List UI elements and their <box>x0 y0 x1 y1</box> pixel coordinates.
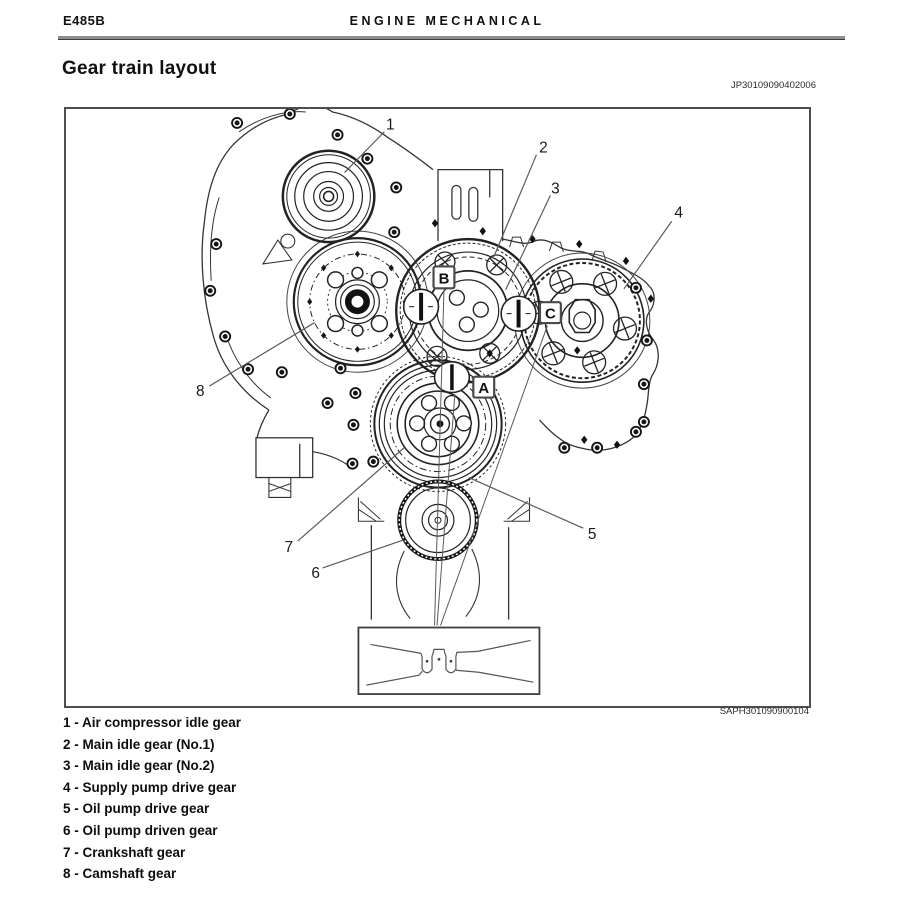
gear-6-oil-pump-driven <box>397 479 479 561</box>
timing-mark-circle-c <box>500 295 537 332</box>
legend-item-4: 4 - Supply pump drive gear <box>63 779 237 795</box>
timing-mark-label-c: C <box>538 301 562 325</box>
gear-7-crankshaft <box>369 355 507 492</box>
legend-item-7: 7 - Crankshaft gear <box>63 844 186 860</box>
callout-3: 3 <box>551 180 560 197</box>
timing-mark-label-a: A <box>472 375 496 399</box>
gear-train-diagram: B C A 1 2 3 4 5 6 7 8 <box>196 109 683 695</box>
timing-mark-letter-b: B <box>439 271 450 287</box>
header-model-code: E485B <box>63 13 106 28</box>
gear-8-camshaft <box>292 237 423 367</box>
legend-item-6: 6 - Oil pump driven gear <box>63 822 218 838</box>
figure-legend: 1 - Air compressor idle gear 2 - Main id… <box>63 712 241 885</box>
case-diamond-marks <box>431 219 655 449</box>
legend-item-3: 3 - Main idle gear (No.2) <box>63 758 215 774</box>
leader-lines <box>208 131 673 626</box>
doc-reference-code: JP30109090402006 <box>730 80 816 91</box>
figure-image-code: SAPH301090900104 <box>719 706 809 717</box>
legend-item-2: 2 - Main idle gear (No.1) <box>63 736 215 752</box>
gear-train-figure: B C A 1 2 3 4 5 6 7 8 <box>64 107 811 708</box>
callout-1: 1 <box>386 116 395 133</box>
legend-item-1: 1 - Air compressor idle gear <box>63 715 242 730</box>
timing-mark-letter-c: C <box>545 307 556 323</box>
callout-2: 2 <box>539 140 548 157</box>
timing-mark-letter-a: A <box>478 381 489 397</box>
callout-5: 5 <box>588 526 597 543</box>
legend-item-8: 8 - Camshaft gear <box>63 866 177 882</box>
header-rule <box>58 36 845 40</box>
tooth-mesh-inset <box>357 626 541 695</box>
case-bolts <box>203 109 654 471</box>
timing-mark-label-b: B <box>432 265 456 290</box>
callout-7: 7 <box>285 539 294 556</box>
callout-8: 8 <box>196 383 205 400</box>
callout-numbers: 1 2 3 4 5 6 7 8 <box>196 116 683 581</box>
timing-mark-circle-b <box>402 288 440 325</box>
callout-6: 6 <box>311 565 320 582</box>
timing-mark-circle-a <box>433 361 471 394</box>
gear-1-air-compressor-idle <box>281 149 376 244</box>
page-title: Gear train layout <box>62 58 217 79</box>
callout-4: 4 <box>674 204 683 221</box>
header-section-title: ENGINE MECHANICAL <box>349 14 545 28</box>
legend-item-5: 5 - Oil pump drive gear <box>63 801 210 817</box>
